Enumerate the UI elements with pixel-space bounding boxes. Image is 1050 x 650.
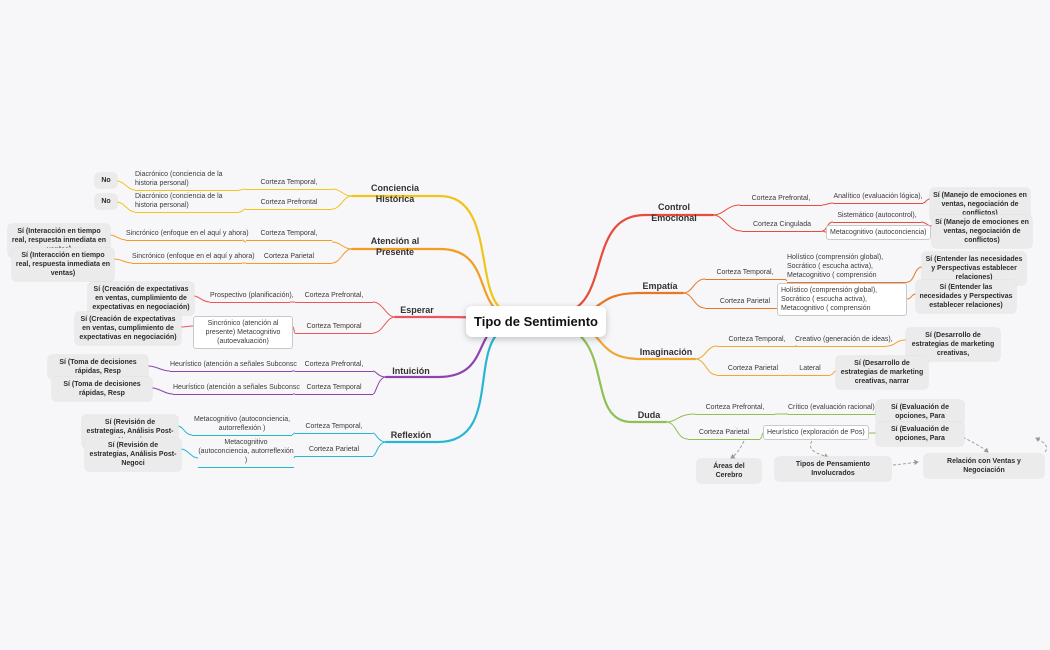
branch-conciencia-historica[interactable]: Conciencia Histórica [370,183,419,204]
cortex-node[interactable]: Corteza Prefrontal [246,198,332,210]
tag-node[interactable]: Sí (Creación de expectativas en ventas, … [75,312,181,345]
legend-connectors [730,436,1047,466]
thought-node[interactable]: Metacognitivo (autoconciencia, autorrefl… [198,438,294,468]
thought-node[interactable]: Sincrónico (enfoque en el aquí y ahora) [132,252,255,264]
branch-atencion-al-presente[interactable]: Atención al Presente [370,236,420,257]
thought-node[interactable]: Sincrónico (atención al presente) Metaco… [193,316,293,349]
thought-node[interactable]: Diacrónico (conciencia de la historia pe… [135,192,239,213]
cortex-node[interactable]: Corteza Temporal, [717,335,797,347]
tag-node[interactable]: No [95,194,117,209]
sublinks-control [712,198,933,233]
thought-node[interactable]: Sincrónico (enfoque en el aquí y ahora) [126,229,249,241]
tag-node[interactable]: No [95,173,117,188]
cortex-node[interactable]: Corteza Temporal, [246,229,332,241]
sublinks-atencion [109,234,353,264]
tag-node[interactable]: Sí (Creación de expectativas en ventas, … [88,282,194,315]
branch-intuicion[interactable]: Intuición [392,366,430,376]
branch-empatia[interactable]: Empatía [642,281,678,291]
cortex-node[interactable]: Corteza Temporal, [246,178,332,190]
thought-node[interactable]: Heurístico (atención a señales Subconsc [173,383,300,395]
cortex-node[interactable]: Corteza Parietal [717,364,789,376]
thought-node[interactable]: Creativo (generación de ideas), [795,335,893,347]
branch-duda[interactable]: Duda [637,410,661,420]
cortex-node[interactable]: Corteza Prefrontal, [740,194,822,206]
sublinks-intuicion [147,365,387,395]
tag-node[interactable]: Sí (Revisión de estrategias, Análisis Po… [85,438,181,471]
cortex-node[interactable]: Corteza Prefrontal, [695,403,775,415]
tag-node[interactable]: Sí (Toma de decisiones rápidas, Resp [48,355,148,379]
sublinks-conciencia [116,180,353,213]
cortex-node[interactable]: Corteza Cingulada [742,220,822,232]
sublinks-imaginacion [694,339,907,376]
thought-node[interactable]: Crítico (evaluación racional), [788,403,877,415]
legend-areas-del-cerebro[interactable]: Áreas del Cerebro [697,459,761,483]
tag-node[interactable]: Sí (Toma de decisiones rápidas, Resp [52,377,152,401]
branch-esperar[interactable]: Esperar [400,305,434,315]
tag-node[interactable]: Sí (Desarrollo de estrategias de marketi… [906,328,1000,361]
thought-node[interactable]: Holístico (comprensión global), Socrátic… [777,283,907,316]
thought-node[interactable]: Heurístico (atención a señales Subconsc [170,360,297,372]
tag-node[interactable]: Sí (Evaluación de opciones, Para [876,422,964,446]
cortex-node[interactable]: Corteza Temporal, [705,268,785,280]
cortex-node[interactable]: Corteza Temporal, [295,422,373,434]
tag-node[interactable]: Sí (Entender las necesidades y Perspecti… [922,252,1026,285]
tag-node[interactable]: Sí (Interacción en tiempo real, respuest… [12,248,114,281]
tag-node[interactable]: Sí (Desarrollo de estrategias de marketi… [836,356,928,389]
thought-node[interactable]: Holístico (comprensión global), Socrátic… [787,253,907,283]
thought-node[interactable]: Metacognitivo (autoconciencia) [826,225,931,240]
thought-node[interactable]: Metacognitivo (autoconciencia, autorrefl… [192,415,292,436]
branch-reflexion[interactable]: Reflexión [390,430,432,440]
cortex-node[interactable]: Corteza Prefrontal, [295,360,373,372]
thought-node[interactable]: Heurístico (exploración de Pos) [763,425,869,440]
legend-tipos-de-pensamiento[interactable]: Tipos de Pensamiento Involucrados [775,457,891,481]
thought-node[interactable]: Sistemático (autocontrol), [833,211,921,223]
sublinks-reflexion [177,425,387,459]
tag-node[interactable]: Sí (Manejo de emociones en ventas, negoc… [932,215,1032,248]
cortex-node[interactable]: Corteza Temporal [295,322,373,334]
branch-control-emocional[interactable]: Control Emocional [651,202,697,223]
cortex-node[interactable]: Corteza Temporal [295,383,373,395]
cortex-node[interactable]: Corteza Prefrontal, [295,291,373,303]
thought-node[interactable]: Analítico (evaluación lógica), [833,192,923,204]
thought-node[interactable]: Lateral [790,364,830,376]
branch-imaginacion[interactable]: Imaginación [639,347,693,357]
cortex-node[interactable]: Corteza Parietal [688,428,760,440]
legend-relacion-ventas-negociacion[interactable]: Relación con Ventas y Negociación [924,454,1044,478]
central-topic[interactable]: Tipo de Sentimiento [466,306,606,337]
thought-node[interactable]: Diacrónico (conciencia de la historia pe… [135,170,239,191]
sublinks-esperar [180,295,396,334]
cortex-node[interactable]: Corteza Parietal [705,297,785,309]
tag-node[interactable]: Sí (Entender las necesidades y Perspecti… [916,280,1016,313]
thought-node[interactable]: Prospectivo (planificación), [210,291,294,303]
cortex-node[interactable]: Corteza Parietal [246,252,332,264]
tag-node[interactable]: Sí (Evaluación de opciones, Para [876,400,964,424]
cortex-node[interactable]: Corteza Parietal [295,445,373,457]
